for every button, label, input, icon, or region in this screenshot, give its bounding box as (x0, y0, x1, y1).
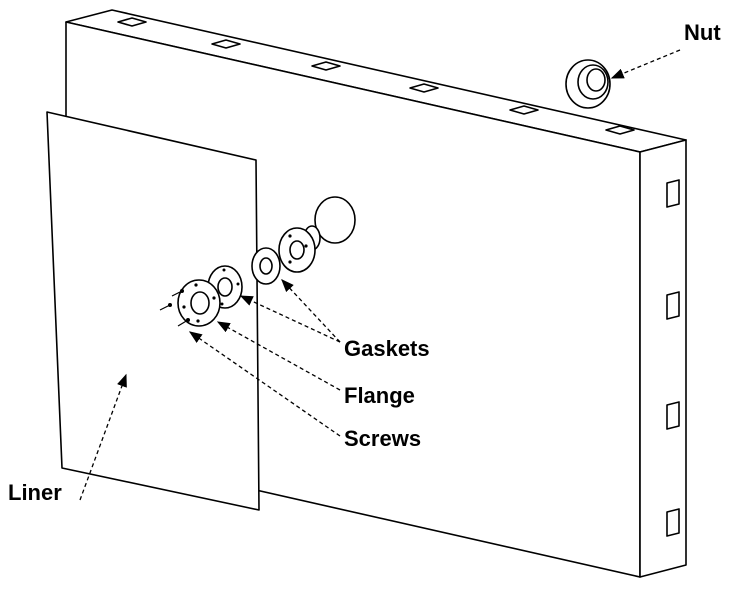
flange-part (177, 279, 221, 327)
screws-label: Screws (344, 426, 422, 451)
nut-label: Nut (684, 20, 721, 45)
flange-label: Flange (344, 383, 415, 408)
side-slots (666, 179, 680, 537)
gaskets-label: Gaskets (344, 336, 430, 361)
screws-part (159, 289, 190, 327)
nut-part (565, 59, 611, 109)
liner-label: Liner (8, 480, 62, 505)
flange-leader (216, 321, 341, 391)
liner-sheet (46, 111, 260, 511)
fitting-part (278, 225, 321, 273)
cap-part (314, 196, 356, 244)
top-slots (117, 17, 635, 135)
gasket-1-leader (281, 279, 341, 343)
liner-leader (79, 373, 127, 501)
screws-leader (188, 331, 341, 437)
leader-lines (79, 49, 681, 501)
nut-leader (610, 49, 681, 79)
gasket-1 (251, 247, 281, 285)
